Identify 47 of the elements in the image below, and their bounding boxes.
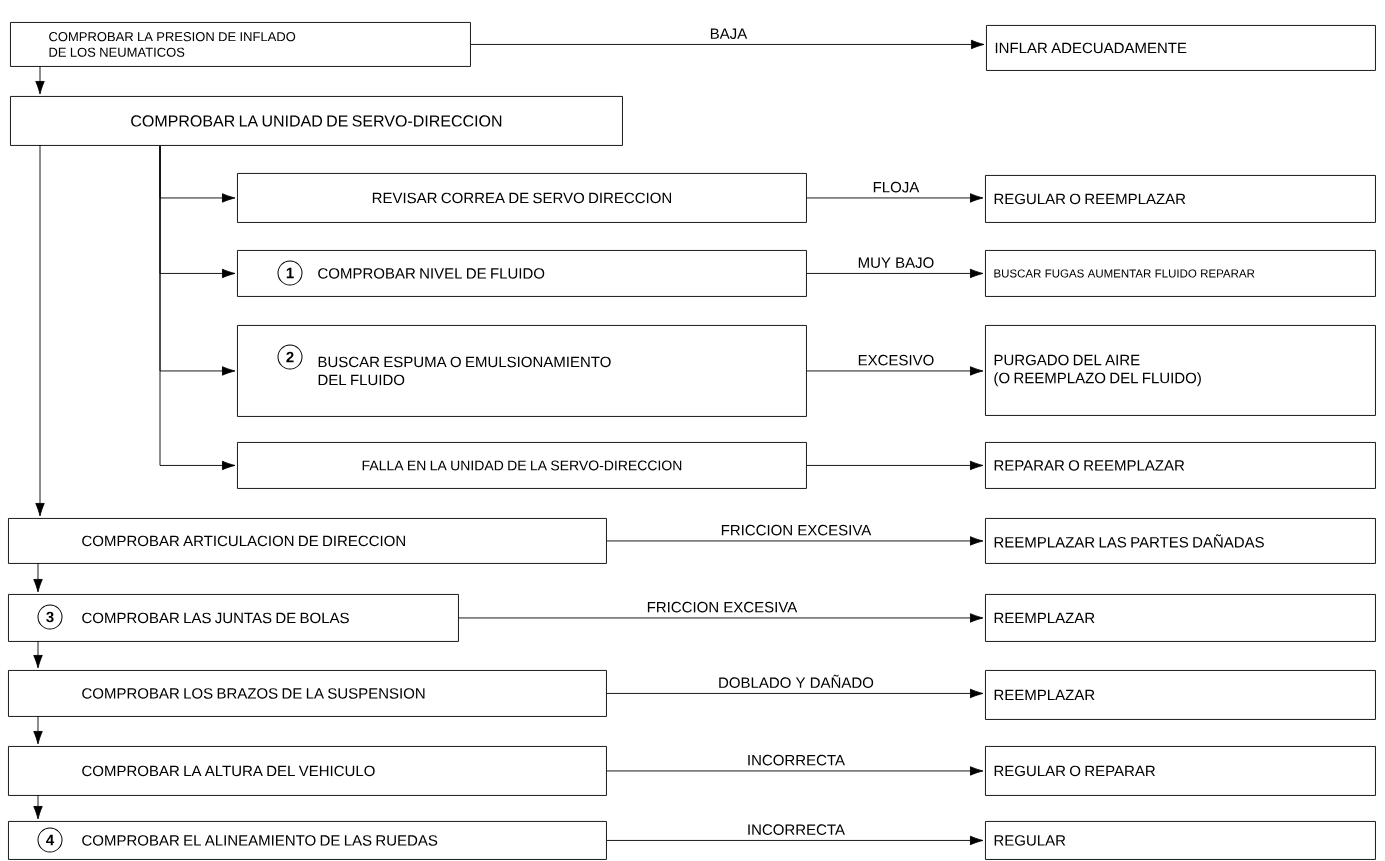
- action-box: BUSCAR FUGAS AUMENTAR FLUIDO REPARAR: [985, 250, 1376, 297]
- edge-label: FLOJA: [870, 179, 922, 195]
- process-box: COMPROBAR LOS BRAZOS DE LA SUSPENSION: [8, 670, 607, 717]
- action-box: REEMPLAZAR: [985, 594, 1376, 642]
- action-box: REGULAR O REPARAR: [985, 746, 1376, 796]
- action-box: REEMPLAZAR LAS PARTES DAÑADAS: [985, 518, 1376, 564]
- action-box: REGULAR O REEMPLAZAR: [985, 175, 1376, 223]
- process-box: REVISAR CORREA DE SERVO DIRECCION: [237, 173, 807, 223]
- edge-label: FRICCION EXCESIVA: [718, 522, 874, 538]
- edge-label: EXCESIVO: [855, 352, 937, 368]
- arrow: [159, 145, 236, 471]
- arrow: [606, 536, 984, 546]
- action-box: INFLAR ADECUADAMENTE: [986, 25, 1376, 71]
- arrow: [33, 715, 43, 745]
- edge-label: BAJA: [707, 26, 750, 41]
- arrow: [35, 144, 45, 517]
- arrow: [606, 835, 984, 846]
- action-box: PURGADO DEL AIRE (O REEMPLAZO DEL FLUIDO): [985, 325, 1376, 416]
- arrow: [458, 613, 984, 623]
- callout-number: 3: [37, 604, 63, 630]
- arrow: [606, 688, 984, 699]
- process-box: COMPROBAR LA ALTURA DEL VEHICULO: [8, 746, 607, 796]
- process-box: COMPROBAR LA PRESION DE INFLADO DE LOS NEUMATICOS: [10, 22, 471, 67]
- arrow: [806, 366, 984, 376]
- edge-label: MUY BAJO: [855, 255, 937, 270]
- process-box: COMPROBAR LA UNIDAD DE SERVO-DIRECCION: [10, 96, 623, 146]
- arrow: [806, 460, 984, 471]
- process-box: COMPROBAR ARTICULACION DE DIRECCION: [8, 518, 607, 564]
- arrow: [33, 562, 43, 593]
- edge-label: DOBLADO Y DAÑADO: [716, 672, 876, 690]
- edge-label: INCORRECTA: [744, 752, 847, 768]
- arrow: [470, 39, 985, 50]
- process-box: FALLA EN LA UNIDAD DE LA SERVO-DIRECCION: [237, 442, 807, 489]
- arrow: [33, 640, 43, 669]
- callout-number: 2: [277, 344, 303, 370]
- action-box: REGULAR: [985, 821, 1376, 860]
- callout-number: 1: [277, 260, 303, 286]
- action-box: REEMPLAZAR: [985, 670, 1376, 720]
- arrow: [806, 193, 984, 203]
- edge-label: FRICCION EXCESIVA: [644, 599, 800, 615]
- arrow: [806, 268, 984, 279]
- arrow: [35, 65, 45, 95]
- arrow: [33, 794, 43, 820]
- edge-label: INCORRECTA: [744, 822, 847, 837]
- callout-number: 4: [37, 827, 63, 853]
- arrow: [606, 766, 984, 776]
- action-box: REPARAR O REEMPLAZAR: [985, 442, 1376, 489]
